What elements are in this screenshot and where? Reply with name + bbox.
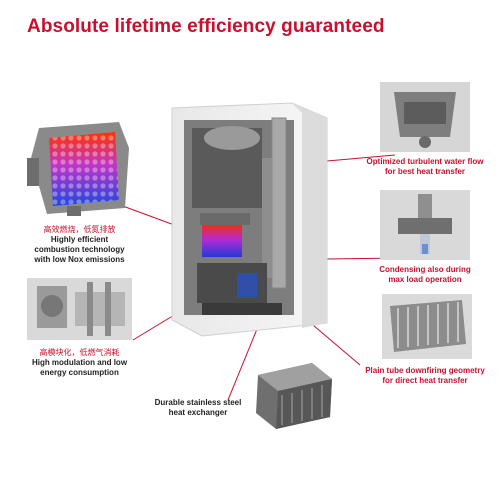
- callout-turbulent: Optimized turbulent water flow for best …: [355, 157, 495, 177]
- callout-turbulent-line2: for best heat transfer: [384, 167, 466, 176]
- callout-plaintube-line1: Plain tube downfiring geometry: [365, 366, 485, 375]
- plain-tube-image: [382, 294, 472, 359]
- callout-combustion-line1: Highly efficient: [50, 235, 109, 244]
- callout-stainless-line1: Durable stainless steel: [154, 398, 242, 407]
- callout-modulation-line2: energy consumption: [40, 368, 119, 377]
- stainless-heat-exchanger-image: [252, 355, 337, 435]
- callout-modulation: 高模块化，低燃气消耗 High modulation and low energ…: [27, 348, 132, 378]
- boiler-cutaway-image: [162, 98, 332, 338]
- callout-turbulent-line1: Optimized turbulent water flow: [366, 157, 484, 166]
- modulation-image: [27, 278, 132, 340]
- callout-stainless: Durable stainless steel heat exchanger: [148, 398, 248, 418]
- combustion-module-image: [27, 118, 132, 218]
- turbulent-flow-image: [380, 82, 470, 152]
- callout-modulation-line1: High modulation and low: [31, 358, 128, 367]
- callout-condensing: Condensing also during max load operatio…: [365, 265, 485, 285]
- callout-modulation-cn: 高模块化，低燃气消耗: [39, 348, 120, 357]
- page-title: Absolute lifetime efficiency guaranteed: [27, 16, 385, 37]
- callout-combustion-cn: 高效燃烧，低氮排放: [43, 225, 116, 234]
- callout-condensing-line1: Condensing also during: [379, 265, 471, 274]
- condensing-image: [380, 190, 470, 260]
- callout-stainless-line2: heat exchanger: [168, 408, 228, 417]
- callout-plaintube-line2: for direct heat transfer: [382, 376, 468, 385]
- callout-condensing-line2: max load operation: [388, 275, 462, 284]
- callout-combustion: 高效燃烧，低氮排放 Highly efficient combustion te…: [27, 225, 132, 265]
- callout-plaintube: Plain tube downfiring geometry for direc…: [355, 366, 495, 386]
- callout-combustion-line2: combustion technology: [34, 245, 125, 254]
- callout-combustion-line3: with low Nox emissions: [34, 255, 125, 264]
